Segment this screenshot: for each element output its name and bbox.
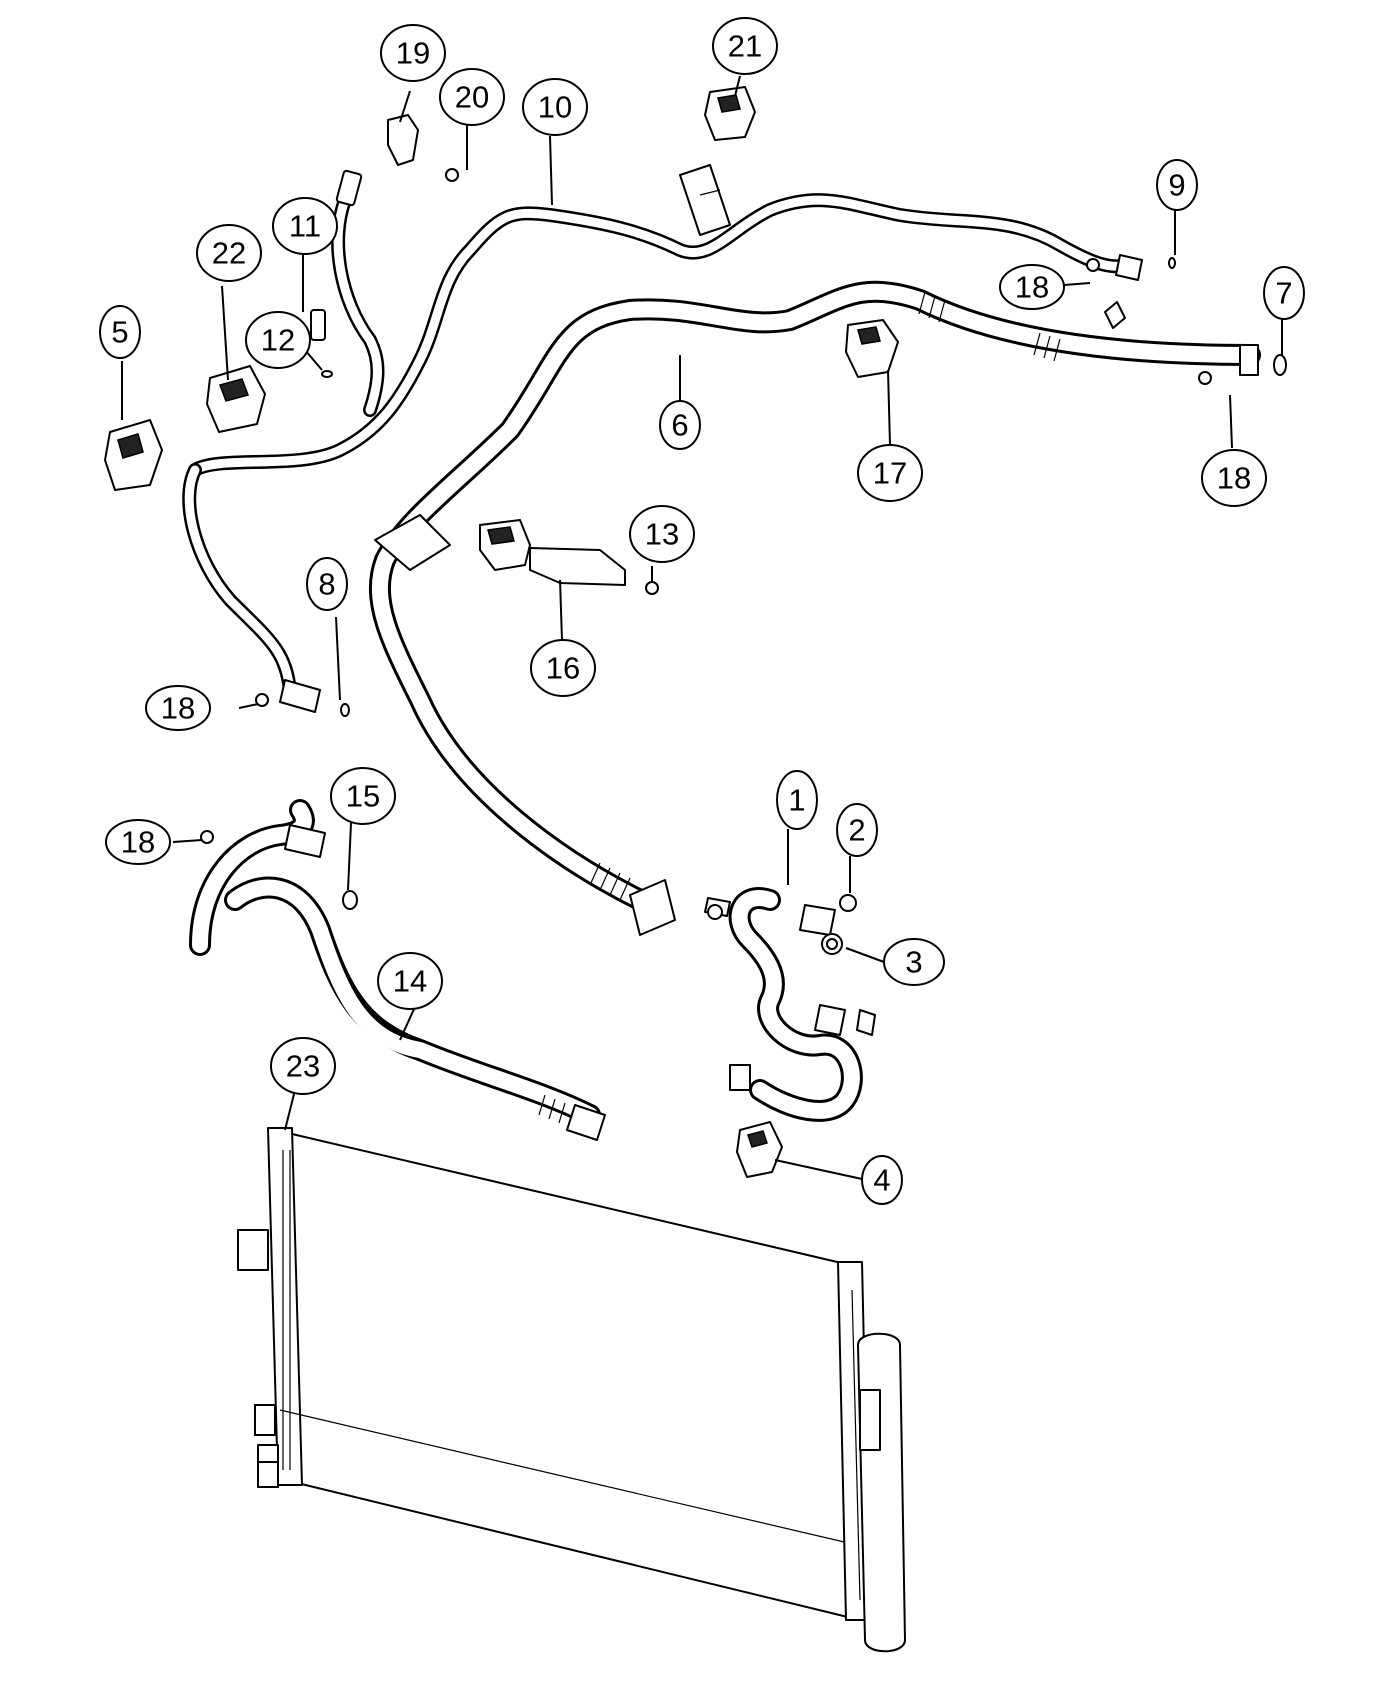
callout-3: 3: [883, 938, 945, 986]
callout-2-label: 2: [848, 813, 865, 848]
callout-20-label: 20: [455, 80, 489, 115]
callout-4-label: 4: [873, 1163, 890, 1198]
callout-10: 10: [522, 78, 588, 136]
leader-lines: [121, 75, 1283, 1180]
callout-5: 5: [99, 305, 141, 359]
callout-8-label: 8: [318, 567, 335, 602]
callout-4: 4: [861, 1155, 903, 1205]
callout-19-label: 19: [396, 36, 430, 71]
callout-18-left: 18: [145, 685, 211, 731]
callout-18-upper-label: 18: [1015, 270, 1049, 305]
callout-18-lower-label: 18: [121, 825, 155, 860]
discharge-hose: [189, 799, 606, 1141]
callout-6: 6: [659, 400, 701, 450]
clip-21: [704, 86, 756, 141]
callout-3-label: 3: [905, 945, 922, 980]
callout-10-label: 10: [538, 90, 572, 125]
callout-12-label: 12: [261, 323, 295, 358]
callout-20: 20: [439, 68, 505, 126]
callout-7-label: 7: [1275, 276, 1292, 311]
clip-5: [104, 419, 163, 491]
callout-14: 14: [377, 952, 443, 1010]
callout-9: 9: [1156, 159, 1198, 211]
callout-12: 12: [245, 311, 311, 369]
bracket-19: [387, 114, 419, 166]
callout-22-label: 22: [212, 236, 246, 271]
callout-1: 1: [776, 770, 818, 830]
callout-9-label: 9: [1168, 168, 1185, 203]
liquid-line-tube: [182, 164, 1143, 713]
callout-14-label: 14: [393, 964, 427, 999]
bracket-16: [479, 519, 626, 586]
condenser: [237, 1127, 906, 1653]
compressor-line: [704, 887, 876, 1122]
callout-2: 2: [836, 803, 878, 857]
callouts: 1 2 3 4 5 6 7 8 9 10 11 12 13 14 15 16 1…: [99, 17, 1305, 1205]
callout-23: 23: [270, 1037, 336, 1095]
callout-11: 11: [272, 197, 338, 255]
callout-1-label: 1: [788, 783, 805, 818]
suction-hose: [368, 280, 1261, 936]
callout-18-lower: 18: [105, 819, 171, 865]
pressure-switch-12: [310, 309, 326, 341]
callout-21-label: 21: [728, 29, 762, 64]
callout-18-left-label: 18: [161, 691, 195, 726]
callout-5-label: 5: [111, 315, 128, 350]
callout-17: 17: [857, 444, 923, 502]
callout-13-label: 13: [645, 517, 679, 552]
clip-22: [206, 365, 266, 433]
pressure-switch-tube: [331, 169, 385, 417]
callout-22: 22: [196, 224, 262, 282]
callout-15-label: 15: [346, 779, 380, 814]
callout-11-label: 11: [289, 209, 321, 244]
callout-6-label: 6: [671, 408, 688, 443]
callout-13: 13: [629, 505, 695, 563]
callout-23-label: 23: [286, 1049, 320, 1084]
callout-15: 15: [330, 767, 396, 825]
callout-8: 8: [306, 557, 348, 611]
callout-18-right-label: 18: [1217, 461, 1251, 496]
callout-16-label: 16: [546, 651, 580, 686]
callout-19: 19: [380, 24, 446, 82]
callout-16: 16: [530, 639, 596, 697]
callout-18-right: 18: [1201, 449, 1267, 507]
callout-17-label: 17: [873, 456, 907, 491]
clip-17: [845, 319, 899, 378]
callout-7: 7: [1263, 266, 1305, 320]
callout-18-upper: 18: [999, 264, 1065, 310]
clip-4: [736, 1121, 783, 1178]
callout-21: 21: [712, 17, 778, 75]
o-rings: [321, 257, 1287, 955]
